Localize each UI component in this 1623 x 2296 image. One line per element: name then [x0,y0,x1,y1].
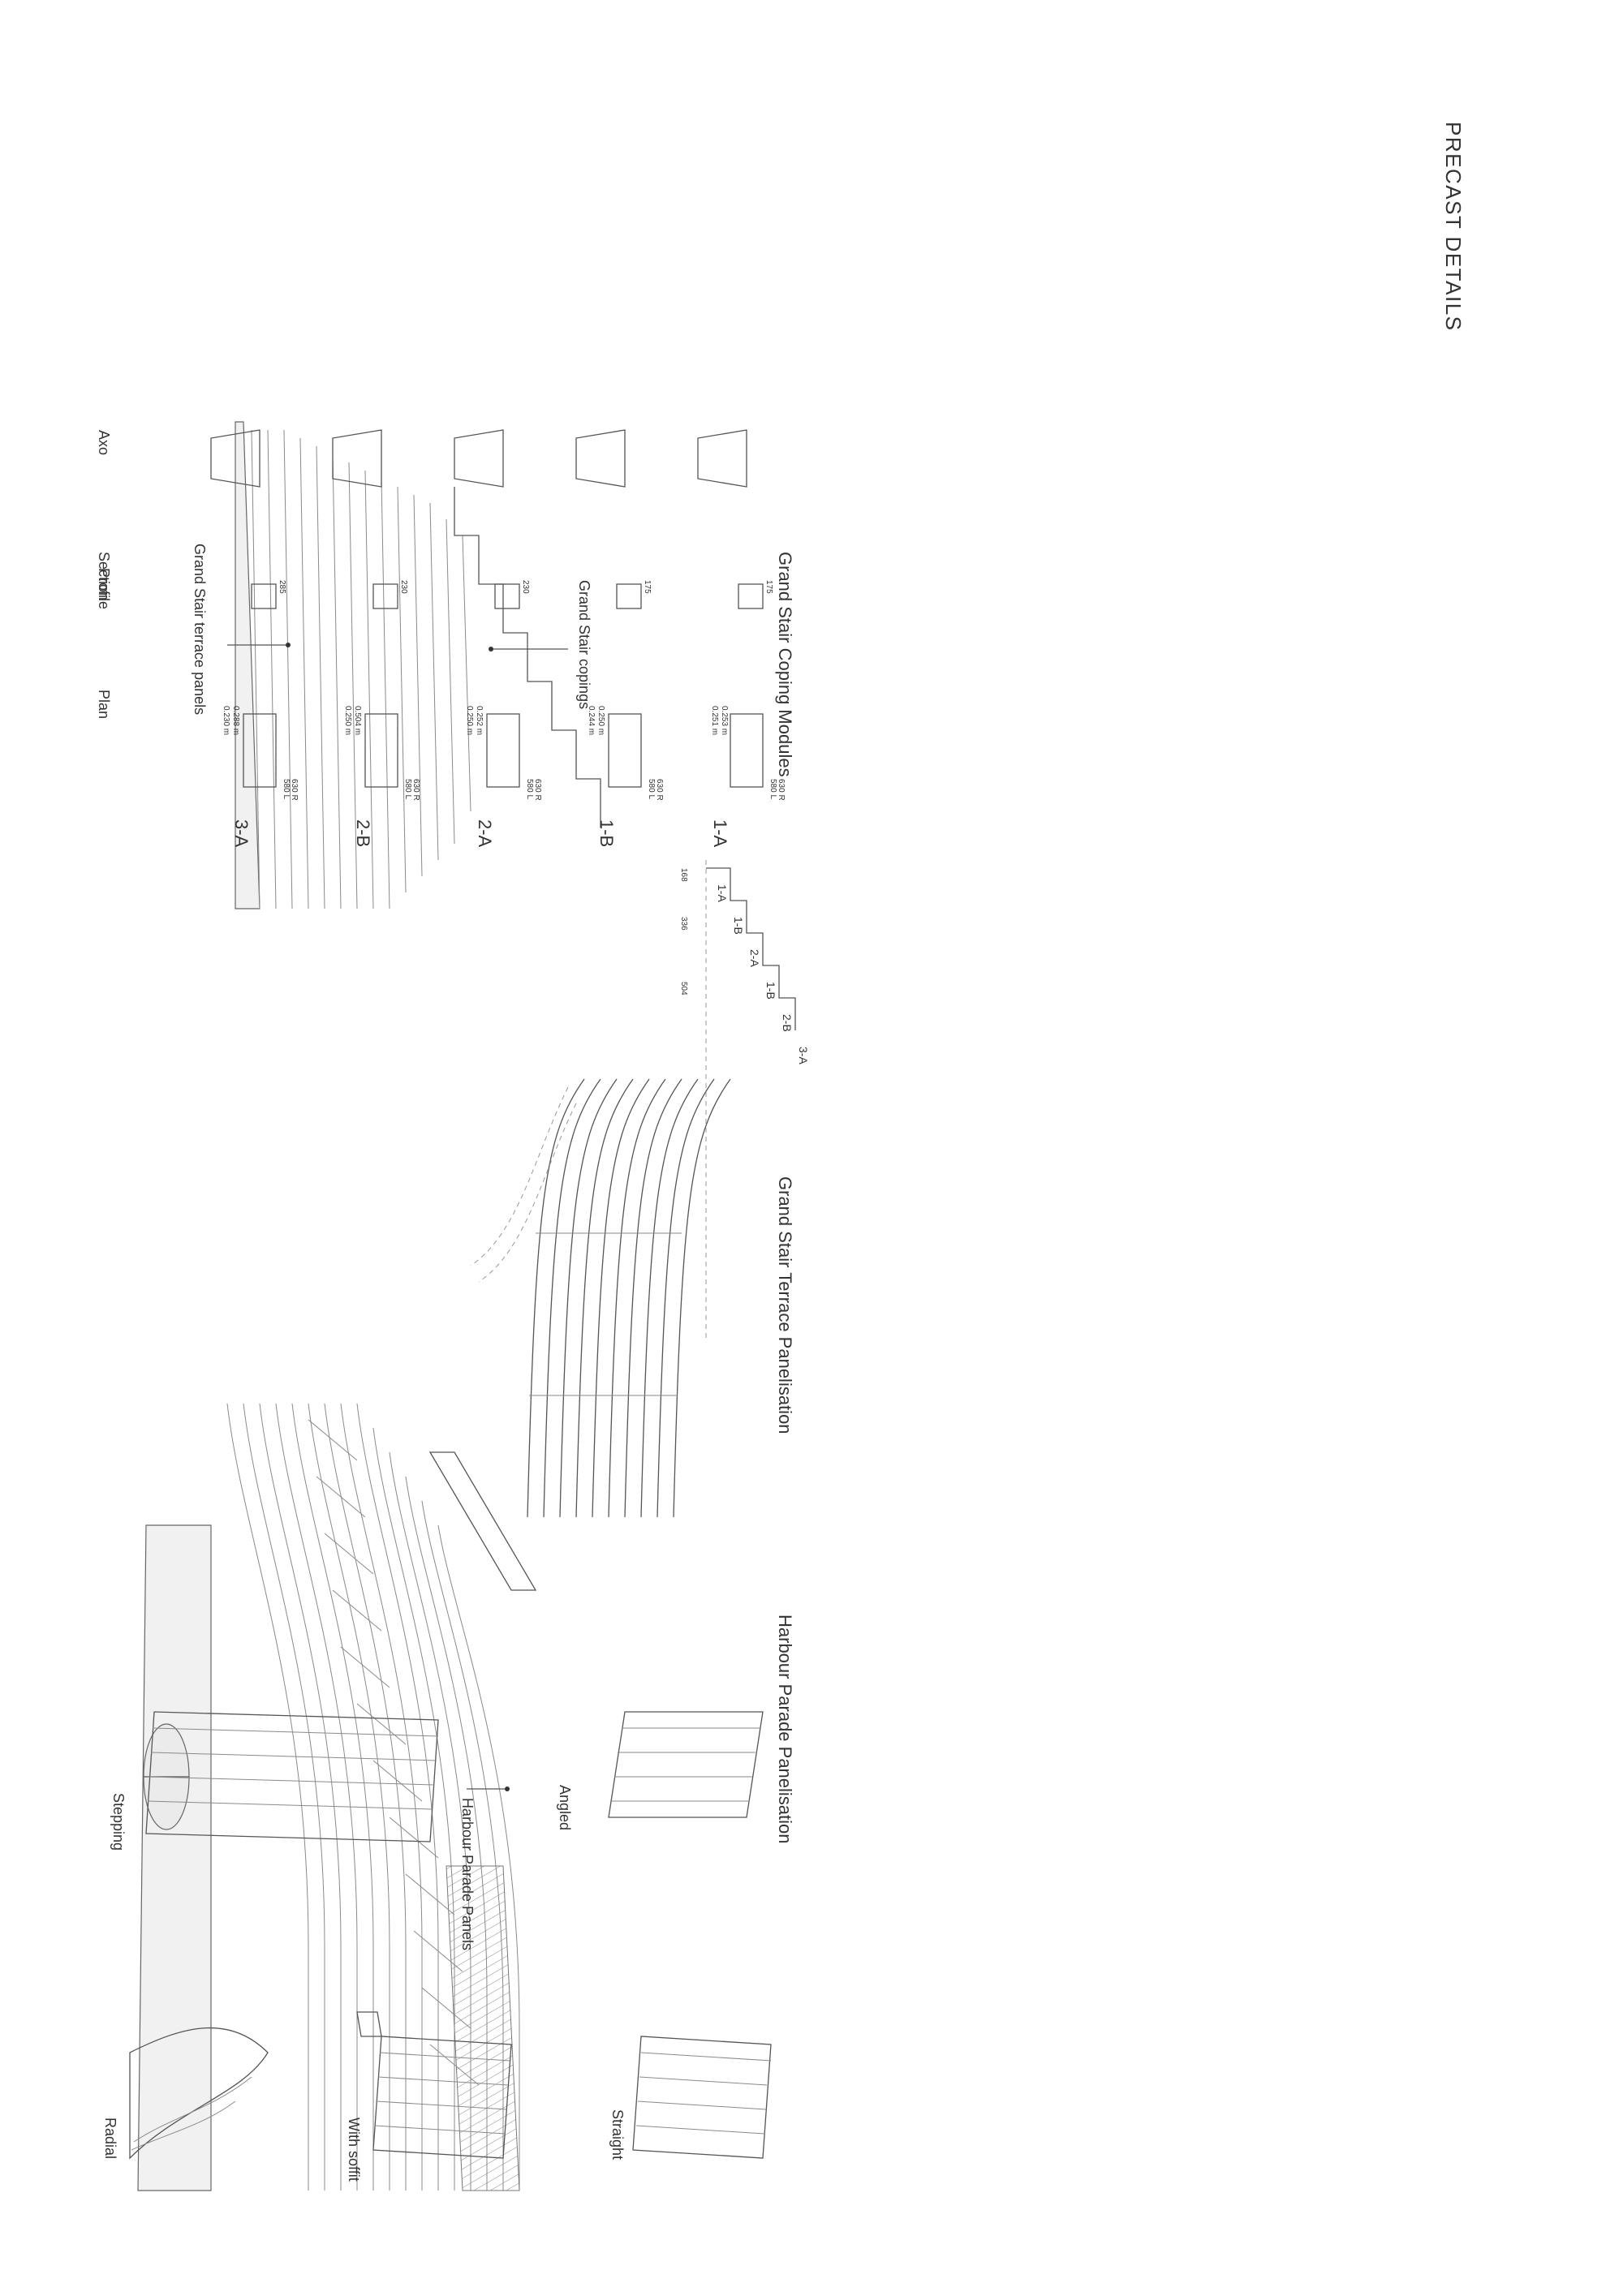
grand-stair-coping-steps [454,487,601,828]
profile-label-2: 1-B [732,917,745,935]
svg-text:580 L: 580 L [647,779,656,799]
coping-heading: Grand Stair Coping Modules [775,552,795,777]
module-id-3A: 3-A [231,819,252,848]
svg-text:580 L: 580 L [525,779,534,799]
profile-label-4: 1-B [764,982,777,1000]
svg-text:630 R: 630 R [533,779,542,801]
panel-type-radial: Radial [102,2027,269,2160]
svg-text:580 L: 580 L [403,779,412,799]
terrace-heading: Grand Stair Terrace Panelisation [775,1176,795,1434]
coping-module-2B: 2-B 630 R 580 L 0.504 m 0.250 m 230 [332,429,420,847]
header-profile: Profile [96,568,112,609]
coping-module-2A: 2-A 630 R 580 L 0.252 m 0.250 m 230 [454,429,542,848]
module-id-2A: 2-A [475,819,495,848]
profile-dim-504: 504 [679,982,688,995]
parade-panel-ribs [308,1419,480,2086]
svg-text:630 R: 630 R [290,779,299,801]
panel-type-straight: Straight [609,2036,772,2160]
svg-text:285: 285 [278,580,286,594]
module-id-1B: 1-B [596,819,617,847]
coping-module-1A: 1-A 630 R 580 L 0.253 m 0.251 m 175 [697,429,786,848]
header-section: Section [96,552,112,600]
hatched-panel-zone [446,1865,520,2191]
panel-type-stepping: Stepping [110,1711,439,1851]
profile-label-5: 2-B [781,1014,794,1032]
svg-text:0.244 m: 0.244 m [587,706,596,735]
grand-stair-bands [251,429,471,909]
panel-type-radial-label: Radial [102,2118,118,2159]
coping-profile-strip: 1-A 1-B 2-A 1-B 2-B 3-A 168 336 504 [679,860,810,1339]
panel-type-stepping-label: Stepping [110,1793,127,1851]
svg-text:0.250 m: 0.250 m [465,706,474,735]
svg-text:580 L: 580 L [768,779,777,799]
svg-text:0.251 m: 0.251 m [710,706,719,735]
harbour-parade-panels-label: Harbour Parade Panels [459,1798,476,1950]
svg-text:630 R: 630 R [411,779,420,801]
svg-text:0.253 m: 0.253 m [720,706,729,735]
svg-text:0.252 m: 0.252 m [475,706,484,735]
panel-type-straight-label: Straight [609,2109,626,2160]
profile-label-3: 2-A [748,949,761,967]
svg-text:175: 175 [764,580,773,594]
panel-type-with-soffit-label: With soffit [346,2118,362,2182]
grand-stair-axonometric: Grand Stair terrace panels Grand Stair c… [192,421,601,909]
stepping-box [428,1451,537,1591]
svg-text:175: 175 [643,580,652,594]
rotated-view: PRECAST DETAILS [96,122,1466,2191]
terrace-panelisation-drawing [470,1078,731,1518]
header-axo: Axo [96,430,112,455]
profile-dim-168: 168 [679,868,688,882]
header-plan: Plan [96,690,112,719]
harbour-parade-heading: Harbour Parade Panelisation [775,1615,795,1844]
panel-type-with-soffit: With soffit [346,2011,512,2182]
svg-text:230: 230 [521,580,530,594]
profile-label-6: 3-A [797,1047,810,1064]
svg-text:580 L: 580 L [282,779,291,799]
panel-type-angled: Angled [557,1711,764,1830]
sheet-title: PRECAST DETAILS [1441,122,1466,332]
svg-text:630 R: 630 R [777,779,786,801]
svg-text:630 R: 630 R [655,779,664,801]
glass-balustrade [137,1524,212,2191]
grand-stair-copings-label: Grand Stair copings [576,580,592,709]
grand-stair-terrace-panels-label: Grand Stair terrace panels [192,544,208,715]
harbour-parade-axonometric: Harbour Parade Panels [137,1403,537,2191]
profile-dim-336: 336 [679,917,688,931]
profile-label-1: 1-A [716,884,729,902]
coping-column-headers: Profile Plan Section Axo [96,430,112,719]
module-id-1A: 1-A [710,819,730,848]
svg-text:0.250 m: 0.250 m [596,706,605,735]
svg-text:230: 230 [399,580,408,594]
svg-text:0.504 m: 0.504 m [353,706,362,735]
svg-text:0.230 m: 0.230 m [222,706,230,735]
svg-text:0.250 m: 0.250 m [343,706,352,735]
module-id-2B: 2-B [353,819,373,847]
coping-module-1B: 1-B 630 R 580 L 0.250 m 0.244 m 175 [575,429,664,847]
svg-text:0.288 m: 0.288 m [231,706,240,735]
coping-module-3A: 3-A 630 R 580 L 0.288 m 0.230 m 285 [210,429,299,848]
panel-type-angled-label: Angled [557,1785,573,1830]
